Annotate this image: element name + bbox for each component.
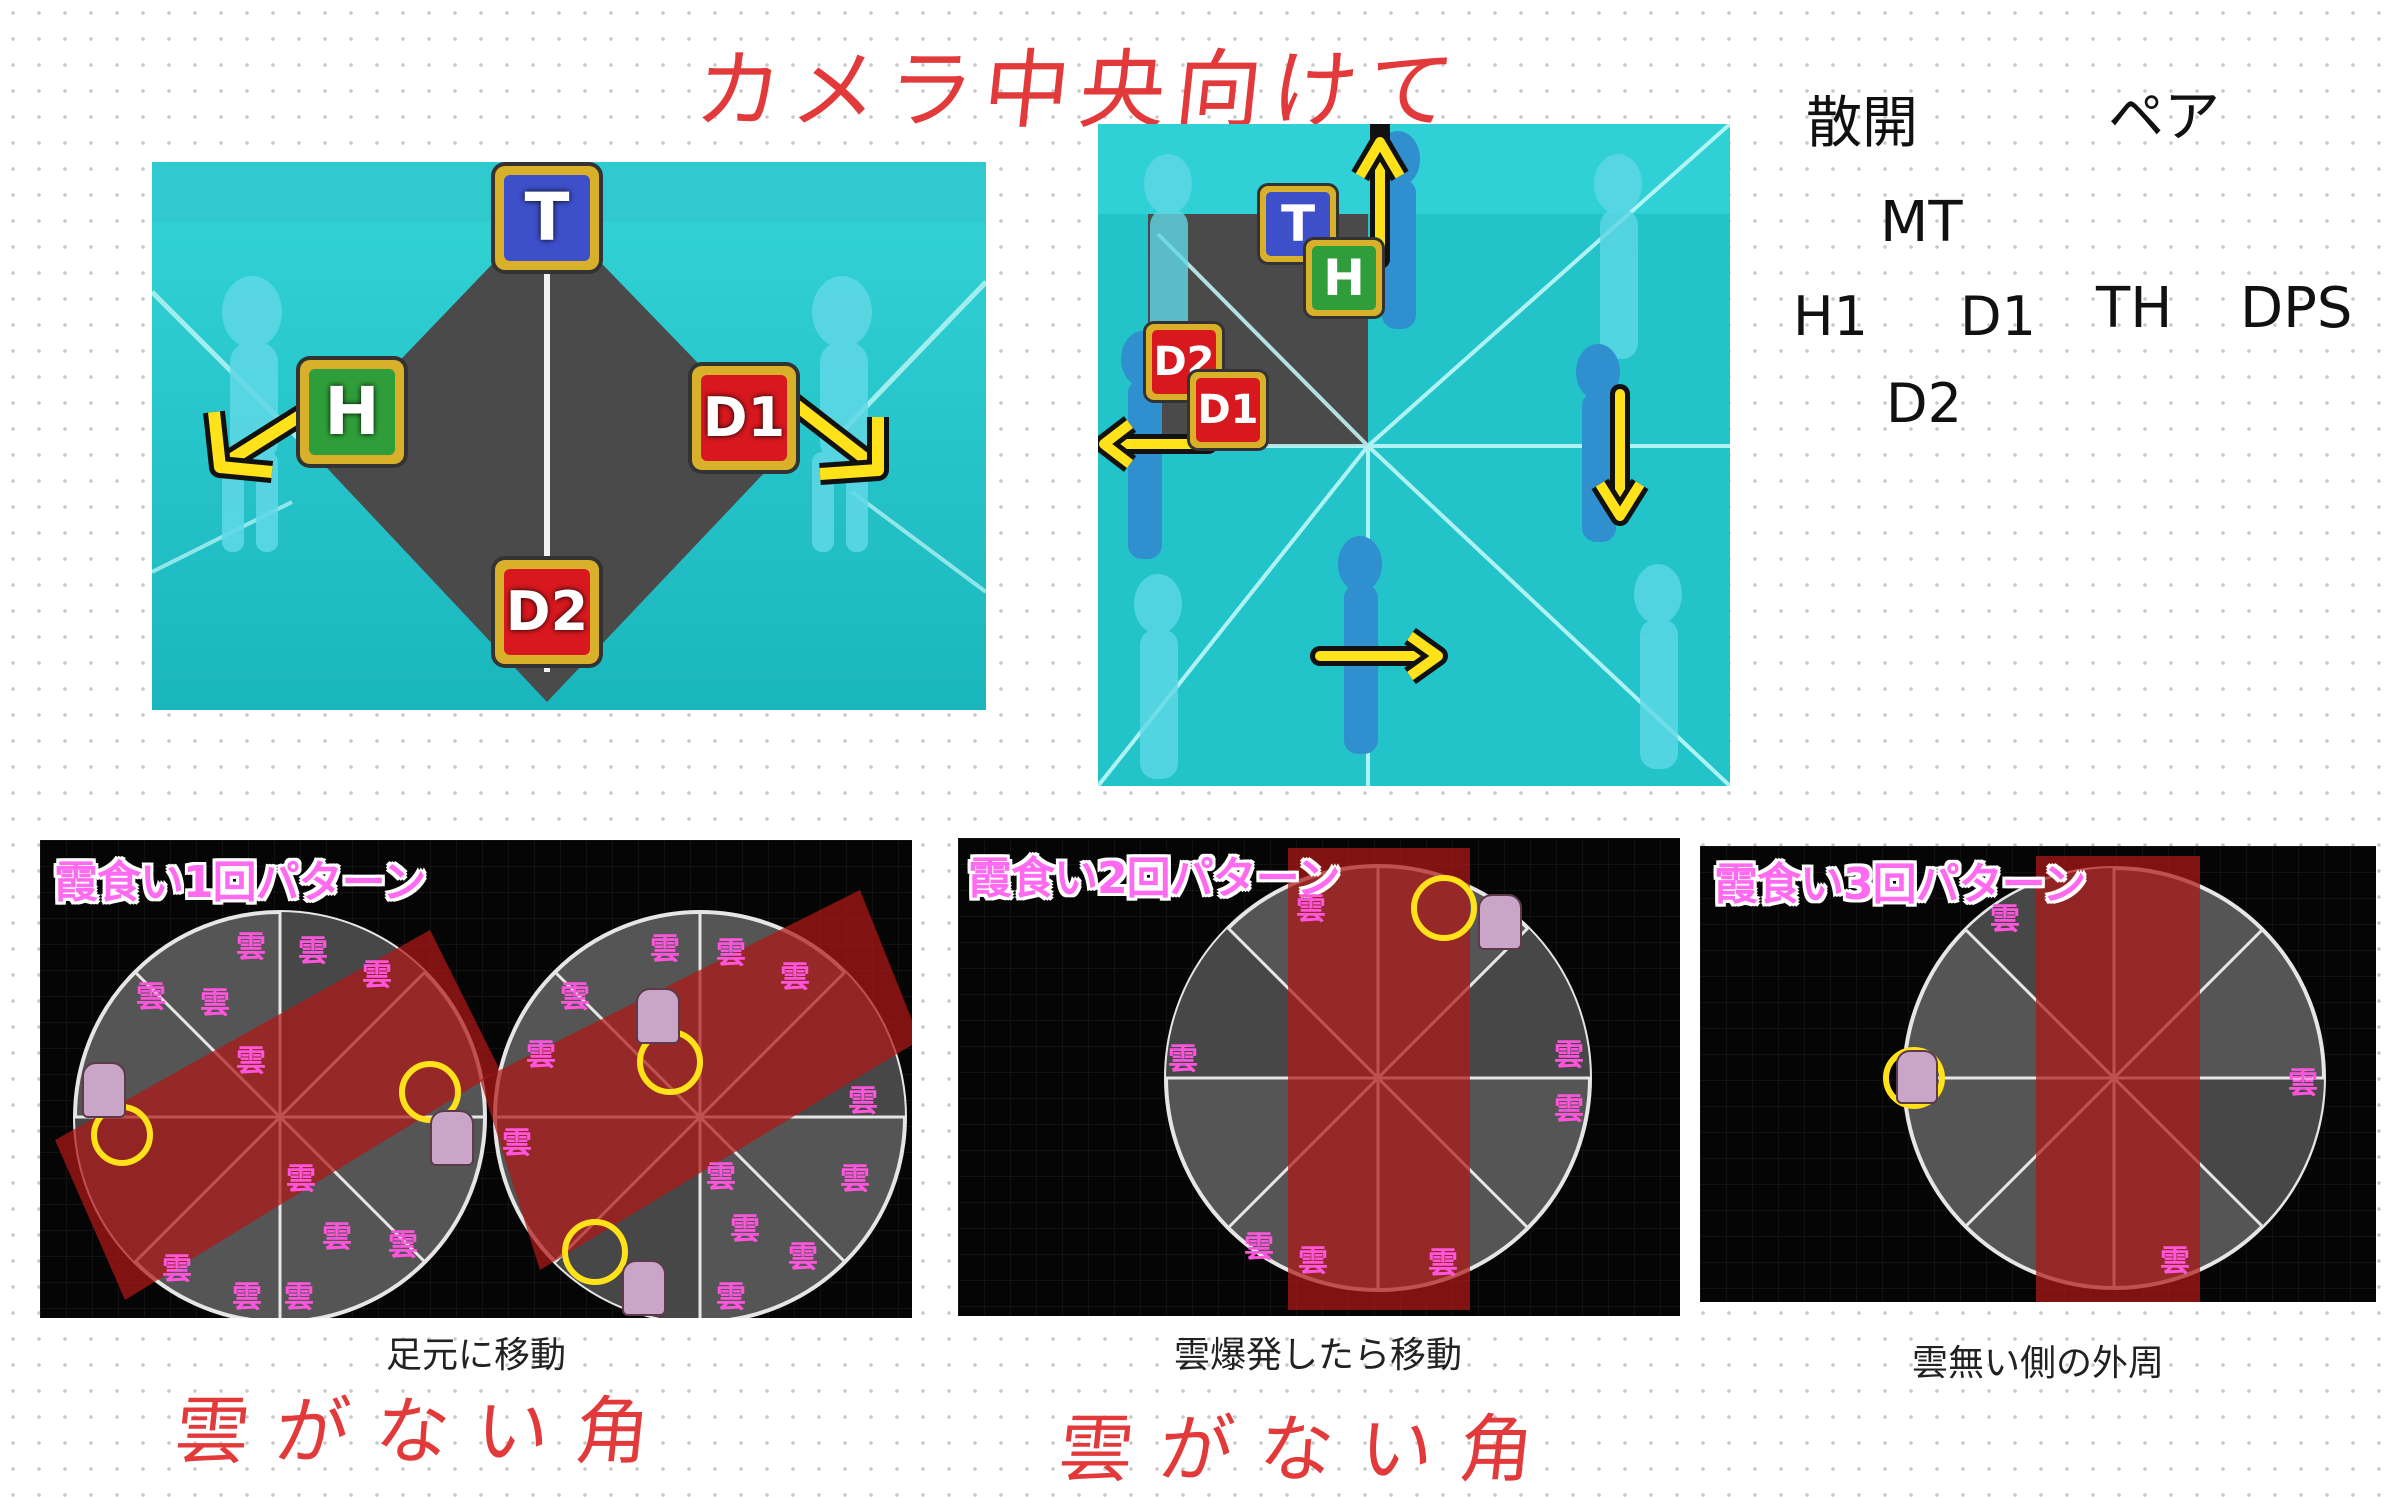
cloud-marker: 雲 [706,1160,736,1195]
cloud-marker: 雲 [716,1280,746,1315]
pattern-3-caption: 雲無い側の外周 [1911,1342,2164,1383]
arrow-right-icon [1310,627,1448,685]
cloud-marker: 雲 [526,1038,556,1073]
marker-diagram: T H D1 D2 [152,162,986,710]
cloud-marker: 雲 [286,1162,316,1197]
cloud-marker: 雲 [1428,1246,1458,1281]
legend-d1: D1 [1960,285,2036,348]
pattern-2-diagram [958,838,1680,1316]
pattern-2-caption: 雲爆発したら移動 [1173,1334,1462,1375]
marker-d2: D2 [495,560,599,664]
cloud-marker: 雲 [1296,892,1326,927]
spread-arena-image: T H D2 D1 [1098,124,1730,786]
pattern-1-diagram [40,840,912,1318]
marker-t: T [495,166,599,270]
cloud-marker: 雲 [232,1280,262,1315]
cloud-marker: 雲 [2288,1066,2318,1101]
cloud-marker: 雲 [388,1228,418,1263]
legend-spread-label: 散開 [1806,91,1918,156]
player-sprite [82,1062,126,1118]
cloud-marker: 雲 [162,1252,192,1287]
marker-h-small: H [1306,240,1382,316]
cloud-marker: 雲 [2160,1244,2190,1279]
cloud-marker: 雲 [560,980,590,1015]
cloud-marker: 雲 [298,934,328,969]
cloud-marker: 雲 [136,980,166,1015]
cloud-marker: 雲 [502,1126,532,1161]
cloud-marker: 雲 [1244,1230,1274,1265]
cloud-marker: 雲 [322,1220,352,1255]
cloud-marker: 雲 [788,1240,818,1275]
player-sprite [636,988,680,1044]
pattern-2-title: 霞食い2回パターン [968,853,1340,904]
cloud-marker: 雲 [236,930,266,965]
arrow-up-icon [1351,124,1409,269]
cloud-marker: 雲 [730,1212,760,1247]
pattern-2-panel: 霞食い2回パターン 雲 雲 雲 雲 雲 雲 雲 [958,838,1680,1316]
cloud-marker: 雲 [716,936,746,971]
cloud-marker: 雲 [362,958,392,993]
player-sprite [622,1260,666,1316]
legend-mt: MT [1880,190,1963,255]
legend-th: TH [2096,276,2173,341]
marker-h: H [300,360,404,464]
pattern-3-diagram [1700,846,2376,1302]
pattern-3-title: 霞食い3回パターン [1714,859,2086,910]
cloud-marker: 雲 [1554,1092,1584,1127]
pattern-3-panel: 霞食い3回パターン 雲 雲 雲 [1700,846,2376,1302]
cloud-marker: 雲 [650,932,680,967]
marker-d1: D1 [692,366,796,470]
cloud-marker: 雲 [284,1280,314,1315]
note-right: 雲がない角 [1054,1407,1564,1493]
legend-h1: H1 [1793,285,1868,348]
pattern-1-title: 霞食い1回パターン [54,857,426,908]
pattern-1-caption: 足元に移動 [385,1334,566,1375]
marker-d1-small: D1 [1190,372,1266,448]
legend-d2: D2 [1886,372,1962,435]
cloud-marker: 雲 [1554,1038,1584,1073]
player-sprite [1478,894,1522,950]
cloud-marker: 雲 [200,986,230,1021]
legend-dps: DPS [2240,276,2353,341]
legend-pair-label: ペア [2108,85,2220,150]
arrow-down-right-icon [781,391,889,485]
cloud-marker: 雲 [1168,1042,1198,1077]
cloud-marker: 雲 [236,1044,266,1079]
player-sprite [430,1110,474,1166]
cloud-marker: 雲 [848,1084,878,1119]
pattern-1-panel: 霞食い1回パターン 雲 雲 雲 雲 雲 雲 雲 雲 雲 雲 雲 雲 雲 雲 雲 … [40,840,912,1318]
cloud-marker: 雲 [840,1162,870,1197]
player-sprite [1896,1050,1938,1104]
cloud-marker: 雲 [780,960,810,995]
arrow-down-icon [1591,384,1649,526]
cloud-marker: 雲 [1990,902,2020,937]
note-left: 雲がない角 [170,1389,680,1475]
cloud-marker: 雲 [1298,1244,1328,1279]
